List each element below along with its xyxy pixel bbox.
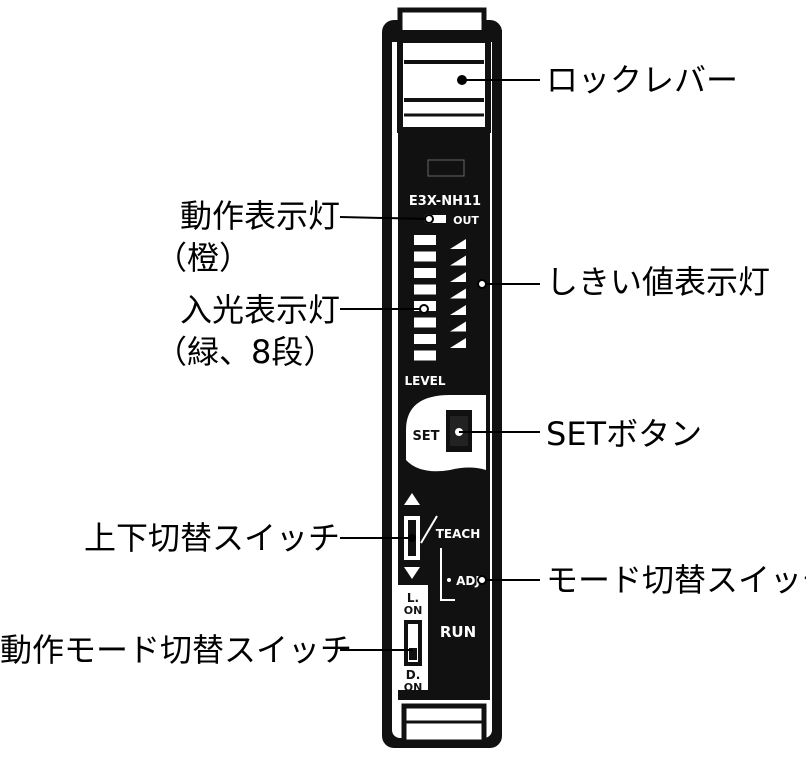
adj-mark: ADJ — [456, 574, 480, 588]
led-bar — [414, 251, 436, 262]
callout-up-down-switch: 上下切替スイッチ — [83, 519, 340, 557]
l-on-mark-on: ON — [404, 604, 423, 617]
threshold-triangle — [450, 239, 466, 249]
level-mark: LEVEL — [405, 374, 446, 388]
led-bar — [414, 284, 436, 295]
callout-operation-indicator-color: （橙） — [155, 239, 252, 277]
led-bar — [414, 317, 436, 328]
run-mark: RUN — [440, 623, 476, 641]
threshold-triangle — [450, 338, 466, 348]
bottom-connector — [401, 703, 487, 745]
model-text: E3X-NH11 — [409, 194, 481, 209]
led-bar — [414, 235, 436, 245]
d-on-mark-d: D. — [406, 668, 421, 682]
threshold-indicator — [450, 239, 466, 348]
callout-mode-switch: モード切替スイッチ — [546, 561, 806, 599]
out-mark: OUT — [453, 214, 479, 227]
callout-lock-lever: ロックレバー — [546, 61, 739, 99]
threshold-triangle — [450, 321, 466, 332]
callout-incident-indicator-detail: （緑、8段） — [155, 333, 336, 371]
callout-operation-mode-switch: 動作モード切替スイッチ — [0, 631, 353, 669]
led-bar — [414, 334, 436, 344]
threshold-triangle — [450, 305, 466, 315]
led-bar — [414, 268, 436, 278]
set-mark: SET — [412, 429, 439, 444]
l-on-mark-l: L. — [407, 591, 419, 605]
callout-threshold-indicator: しきい値表示灯 — [546, 263, 771, 301]
threshold-triangle — [450, 255, 466, 266]
teach-mark: TEACH — [436, 527, 481, 541]
callout-incident-indicator: 入光表示灯 — [179, 291, 340, 329]
callout-operation-indicator: 動作表示灯 — [179, 197, 340, 235]
callout-set-button: SETボタン — [546, 415, 703, 453]
lock-lever — [384, 7, 502, 140]
leader-lines — [339, 75, 540, 651]
threshold-triangle — [450, 288, 466, 299]
threshold-triangle — [450, 272, 466, 282]
mode-switch[interactable] — [440, 548, 455, 601]
led-bar — [414, 350, 436, 361]
